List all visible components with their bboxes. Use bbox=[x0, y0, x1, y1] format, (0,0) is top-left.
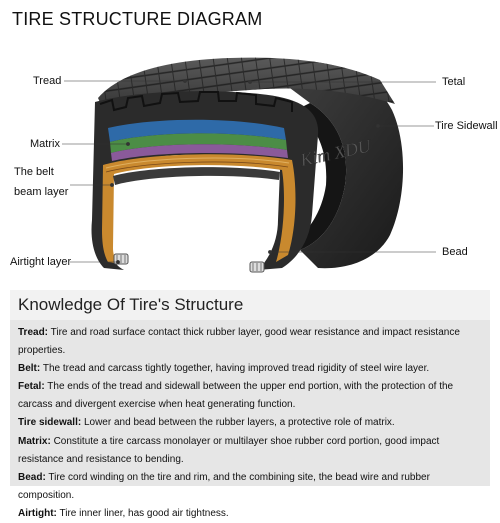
knowledge-item-fetal: Fetal: The ends of the tread and sidewal… bbox=[18, 378, 486, 414]
knowledge-item-bead: Bead: Tire cord winding on the tire and … bbox=[18, 469, 486, 505]
term: Belt: bbox=[18, 363, 41, 375]
term: Tire sidewall: bbox=[18, 417, 82, 429]
leader-lines bbox=[62, 79, 436, 264]
label-belt-line2: beam layer bbox=[14, 186, 69, 198]
knowledge-item-belt: Belt: The tread and carcass tightly toge… bbox=[18, 360, 486, 378]
knowledge-heading: Knowledge Of Tire's Structure bbox=[18, 295, 244, 314]
tread-surface bbox=[98, 57, 395, 120]
term: Airtight: bbox=[18, 507, 57, 519]
label-belt-line1: The belt bbox=[14, 166, 54, 178]
definition: Tire cord winding on the tire and rim, a… bbox=[18, 471, 430, 501]
definition: The ends of the tread and sidewall betwe… bbox=[18, 381, 454, 411]
label-matrix: Matrix bbox=[30, 138, 60, 150]
term: Matrix: bbox=[18, 435, 51, 447]
knowledge-panel: Knowledge Of Tire's Structure Tread: Tir… bbox=[10, 290, 490, 519]
definition: Constitute a tire carcass monolayer or m… bbox=[18, 435, 440, 465]
diagram-title: TIRE STRUCTURE DIAGRAM bbox=[12, 9, 263, 29]
tire-sidewall-shape bbox=[255, 60, 404, 269]
term: Bead: bbox=[18, 471, 46, 483]
tire-illustration: Kim XDU bbox=[62, 57, 436, 273]
label-tetal: Tetal bbox=[442, 76, 466, 88]
knowledge-item-airtight: Airtight: Tire inner liner, has good air… bbox=[18, 505, 486, 523]
label-tread: Tread bbox=[33, 75, 62, 87]
knowledge-item-tread: Tread: Tire and road surface contact thi… bbox=[18, 324, 486, 360]
label-bead: Bead bbox=[442, 246, 468, 258]
knowledge-item-matrix: Matrix: Constitute a tire carcass monola… bbox=[18, 433, 486, 469]
knowledge-list: Tread: Tire and road surface contact thi… bbox=[18, 324, 486, 523]
knowledge-item-tire-sidewall: Tire sidewall: Lower and bead between th… bbox=[18, 414, 486, 432]
term: Tread: bbox=[18, 327, 49, 338]
term: Fetal: bbox=[18, 381, 45, 393]
definition: Lower and bead between the rubber layers… bbox=[81, 417, 395, 429]
cross-section bbox=[91, 91, 319, 273]
definition: The tread and carcass tightly together, … bbox=[40, 363, 430, 375]
label-tire-sidewall: Tire Sidewall bbox=[435, 120, 498, 132]
definition: Tire and road surface contact thick rubb… bbox=[18, 327, 460, 357]
definition: Tire inner liner, has good air tightness… bbox=[56, 507, 229, 519]
knowledge-body: Tread: Tire and road surface contact thi… bbox=[10, 320, 490, 519]
label-airtight-layer: Airtight layer bbox=[10, 256, 72, 268]
